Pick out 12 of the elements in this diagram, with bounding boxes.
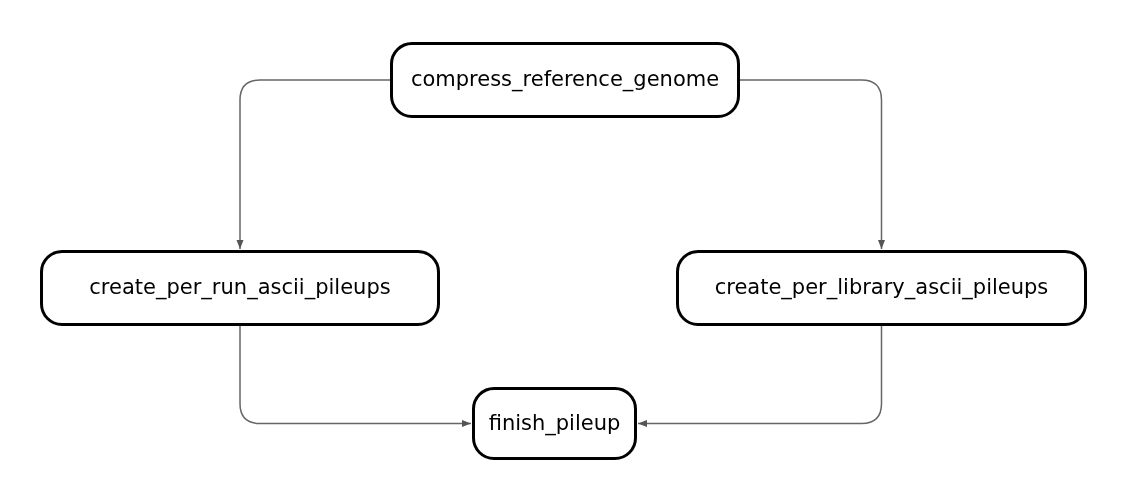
node-label: create_per_library_ascii_pileups: [714, 274, 1049, 302]
process-box: [40, 250, 440, 326]
node-label: finish_pileup: [488, 409, 621, 438]
process-box: [472, 387, 637, 460]
arrow: [637, 325, 883, 427]
arrow: [239, 325, 472, 427]
node-label: create_per_run_ascii_pileups: [89, 274, 391, 302]
node-label: compress_reference_genome: [410, 66, 720, 94]
process-box: [390, 42, 740, 118]
process-box: [676, 250, 1087, 326]
arrow: [236, 79, 391, 250]
arrow: [739, 79, 885, 250]
